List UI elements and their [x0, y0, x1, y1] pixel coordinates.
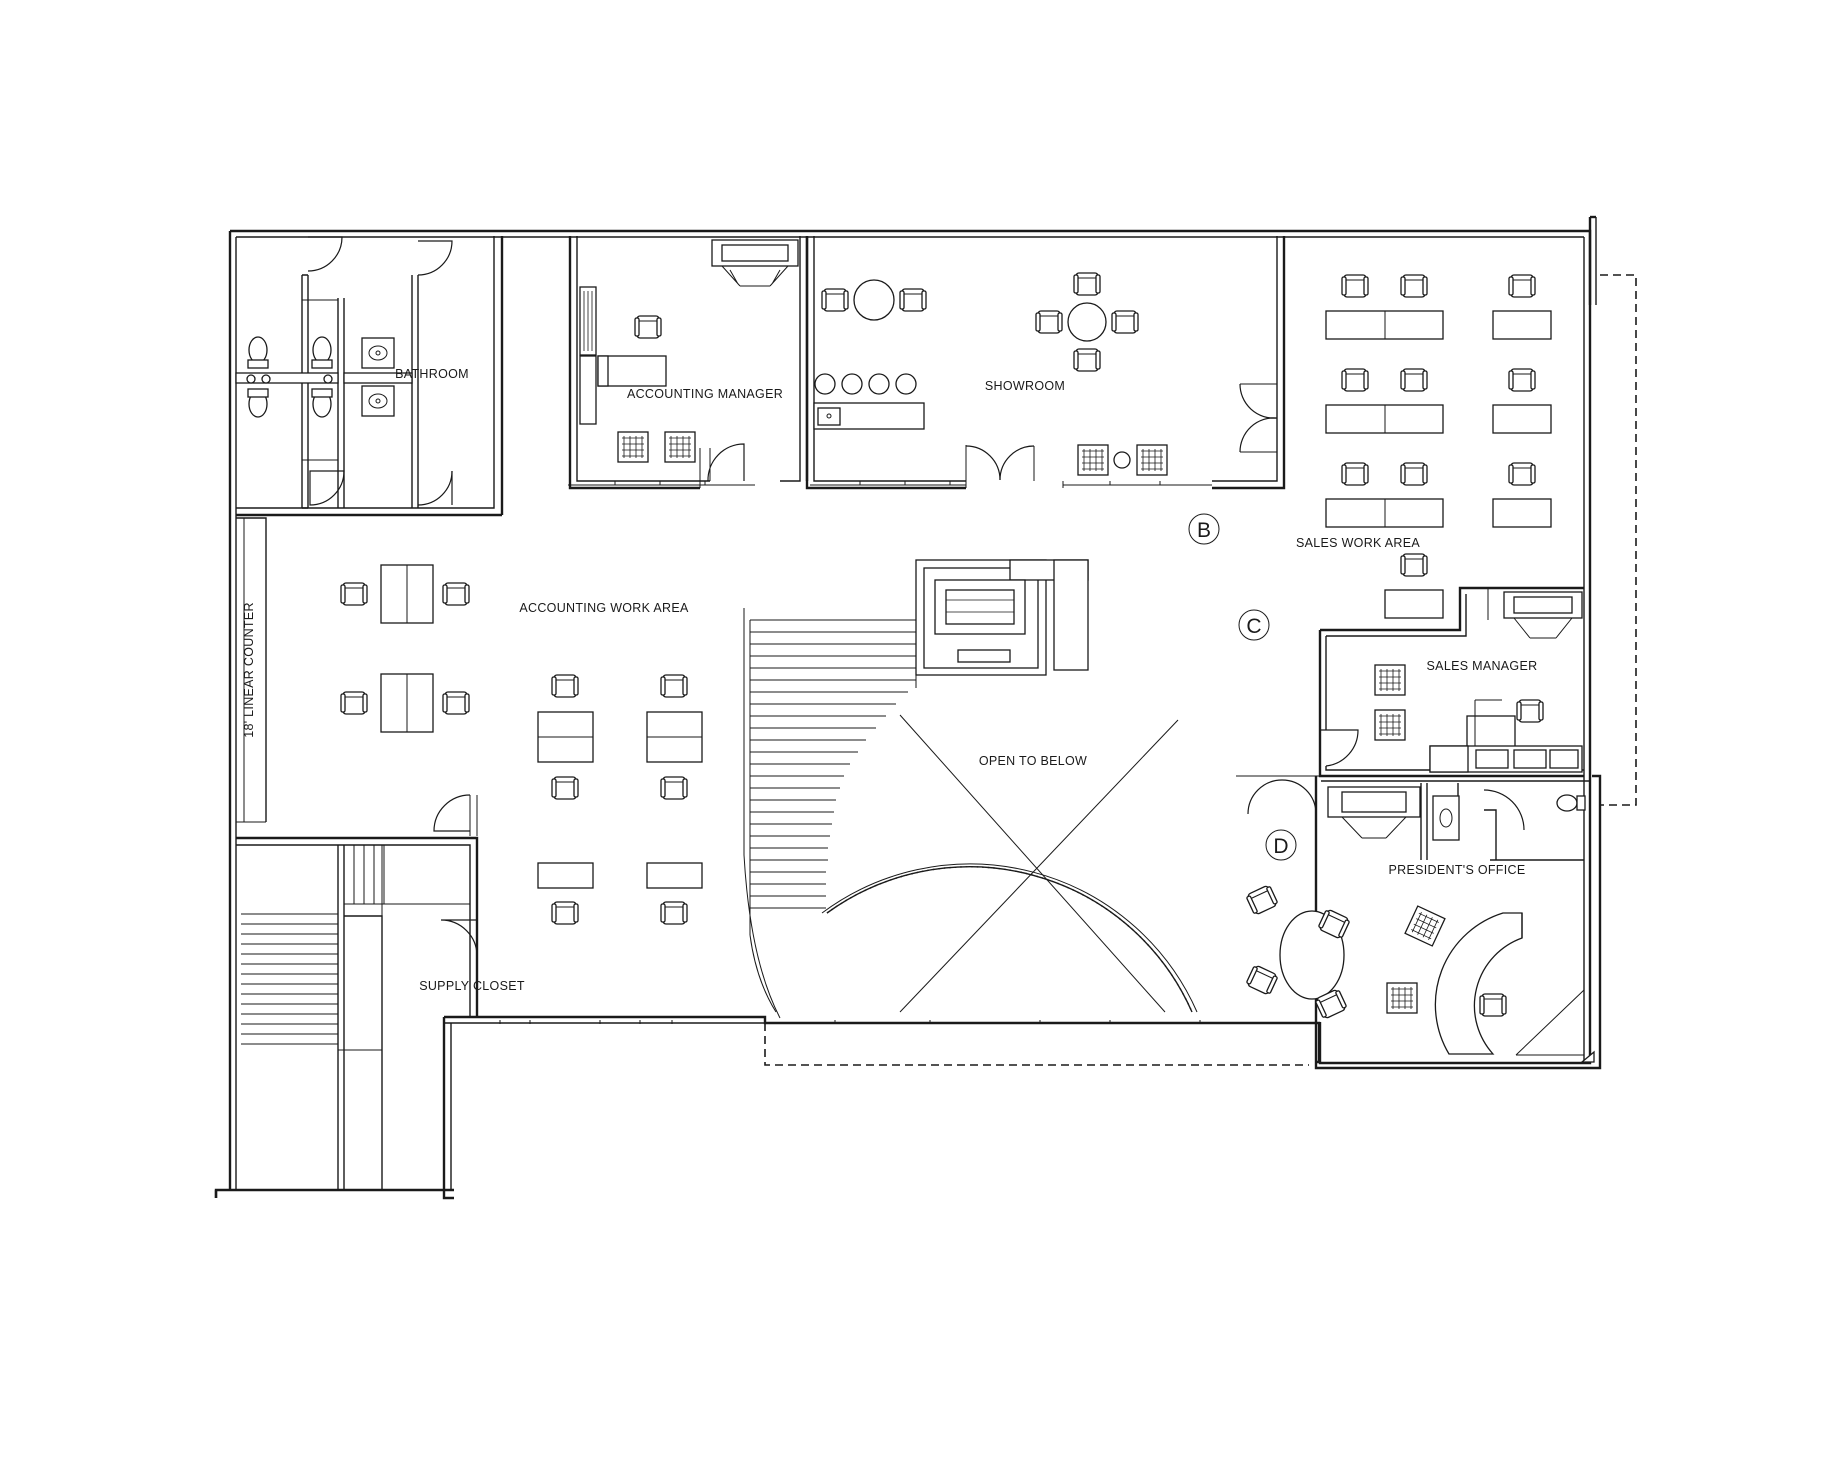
marker-c-label: C: [1246, 615, 1261, 638]
presidents-office: [1236, 775, 1591, 1063]
marker-d-label: D: [1273, 835, 1288, 858]
bathroom-label: BATHROOM: [395, 367, 469, 381]
marker-c: C: [1238, 609, 1270, 641]
accounting-work-area: [236, 517, 703, 925]
central-stair: [743, 608, 917, 1019]
supply-closet-and-stair: [236, 794, 479, 1190]
marker-b-label: B: [1197, 519, 1211, 542]
accounting-manager-label: ACCOUNTING MANAGER: [627, 387, 783, 401]
accounting-work-area-label: ACCOUNTING WORK AREA: [519, 601, 689, 615]
elevator: [915, 559, 1089, 676]
linear-counter-label: 18' LINEAR COUNTER: [242, 602, 256, 738]
south-window-marks: [499, 1020, 1201, 1024]
accounting-manager-office: [568, 236, 809, 490]
marker-b: B: [1188, 513, 1220, 545]
sales-manager-office: [1318, 586, 1584, 778]
bathroom-block: [235, 236, 504, 517]
open-to-below-label: OPEN TO BELOW: [979, 754, 1087, 768]
showroom: [805, 236, 1286, 490]
presidents-office-label: PRESIDENT'S OFFICE: [1389, 863, 1526, 877]
showroom-label: SHOWROOM: [985, 379, 1065, 393]
exterior-walls: [214, 215, 1637, 1200]
marker-d: D: [1265, 829, 1297, 861]
supply-closet-label: SUPPLY CLOSET: [419, 979, 525, 993]
sales-manager-label: SALES MANAGER: [1427, 659, 1538, 673]
sales-work-area: [1325, 274, 1552, 620]
open-to-below: [821, 714, 1198, 1013]
sales-work-area-label: SALES WORK AREA: [1296, 536, 1420, 550]
